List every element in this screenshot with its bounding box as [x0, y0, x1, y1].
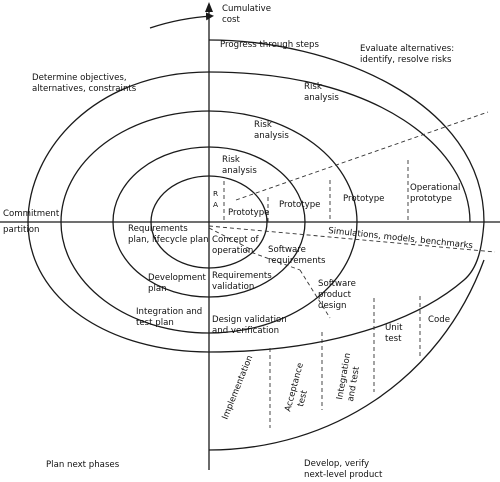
progress-label: Progress through steps — [220, 40, 319, 50]
prototype-2-label: Prototype — [279, 200, 320, 210]
unit-test-label: Unit test — [385, 323, 405, 344]
dash-requirements — [244, 249, 301, 271]
spiral-exit — [208, 259, 485, 451]
progress-arrow — [149, 12, 214, 29]
requirements-validation-label: Requirements validation — [212, 271, 274, 292]
development-plan-label: Development plan — [148, 273, 209, 294]
x-axis-label: Commitment partition — [3, 209, 62, 235]
ra-label: R A — [213, 189, 221, 209]
code-label: Code — [428, 315, 450, 325]
prototype-1-label: Prototype — [228, 208, 269, 218]
risk-analysis-middle: Risk analysis — [254, 120, 289, 141]
spiral-loop-2 — [112, 146, 306, 298]
software-product-design-label: Software product design — [318, 279, 359, 311]
dash-design — [299, 269, 331, 319]
requirements-plan-label: Requirements plan, lifecycle plan — [128, 224, 209, 245]
quadrant-bottom-left-label: Plan next phases — [46, 460, 120, 470]
risk-analysis-inner: Risk analysis — [222, 155, 257, 176]
quadrant-top-left-label: Determine objectives, alternatives, cons… — [32, 73, 137, 94]
y-axis-label: Cumulative cost — [222, 4, 274, 25]
prototype-3-label: Prototype — [343, 194, 384, 204]
software-requirements-label: Software requirements — [268, 245, 326, 266]
acceptance-test-label: Acceptance test — [283, 359, 317, 415]
implementation-label: Implementation — [221, 354, 256, 421]
dash-simulations-guide — [208, 225, 496, 253]
concept-of-operation-label: Concept of operation — [212, 235, 261, 256]
integration-test-plan-label: Integration and test plan — [136, 307, 205, 328]
vertical-axis-arrow — [205, 2, 213, 12]
dash-risk-guide — [235, 111, 489, 201]
risk-analysis-outer: Risk analysis — [304, 82, 339, 103]
integration-and-test-label: Integration and test — [335, 349, 364, 402]
spiral-outer-arc — [208, 39, 485, 353]
spiral-loop-1 — [150, 175, 268, 269]
spiral-loop-4 — [27, 71, 471, 353]
design-validation-label: Design validation and verification — [212, 315, 289, 336]
quadrant-bottom-right-label: Develop, verify next-level product — [304, 459, 383, 480]
operational-prototype-label: Operational prototype — [410, 183, 463, 204]
spiral-loop-3 — [60, 110, 358, 334]
dash-concept — [208, 227, 253, 251]
quadrant-top-right-label: Evaluate alternatives: identify, resolve… — [360, 44, 457, 65]
